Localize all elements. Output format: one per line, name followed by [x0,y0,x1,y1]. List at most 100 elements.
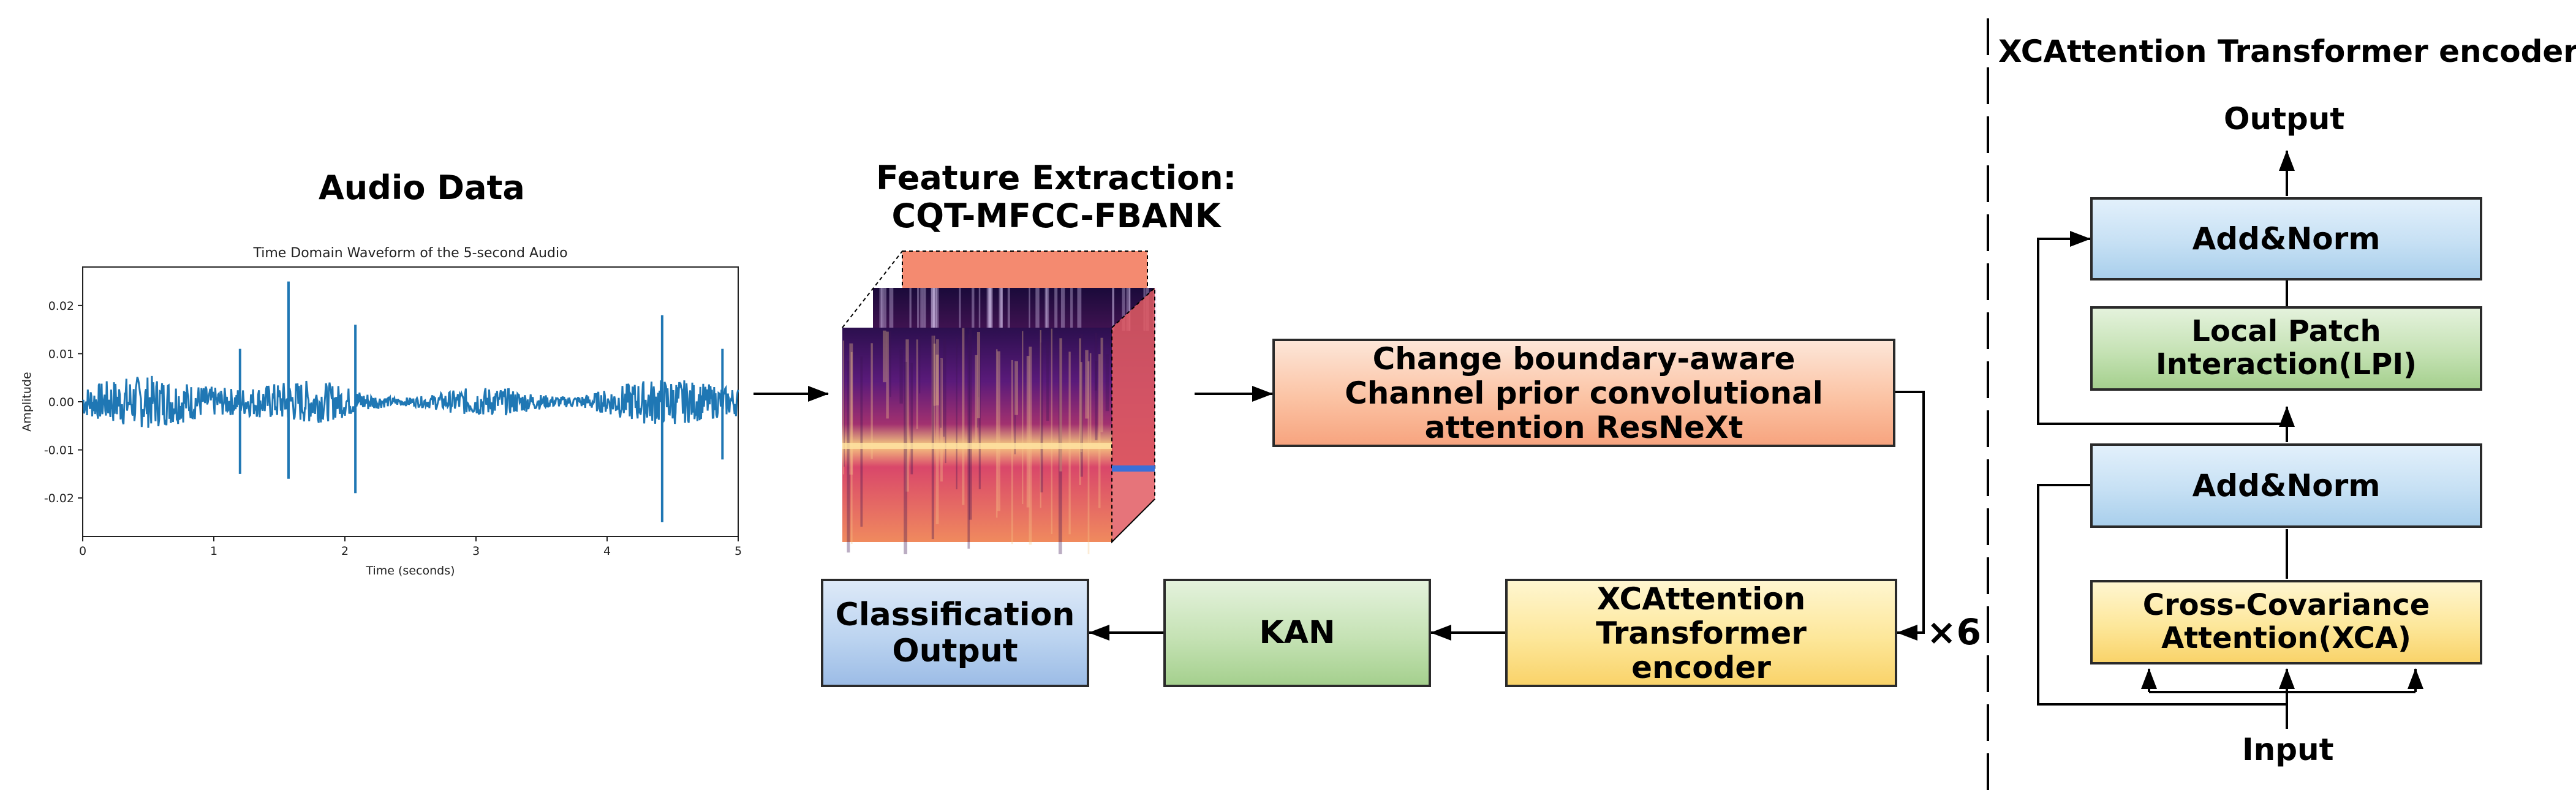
mfcc-texture [999,288,1003,331]
xca-box: Cross-Covariance Attention(XCA) [2090,580,2482,664]
repeat-count-label: ×6 [1927,611,1981,653]
cqt-texture [1040,342,1043,492]
mfcc-texture [1029,288,1030,331]
cqt-texture [890,331,891,397]
cqt-texture [935,339,939,405]
mfcc-texture [1060,288,1065,331]
cqt-texture [969,328,972,520]
cqt-texture [1105,354,1109,412]
mfcc-texture [881,288,883,331]
cqt-texture [931,336,935,448]
lpi-box: Local Patch Interaction(LPI) [2090,306,2482,391]
feature-extraction-title-line1: Feature Extraction: [876,159,1237,197]
cqt-texture [1022,331,1024,505]
xca-encoder-box: XCAttention Transformer encoder [1505,579,1897,687]
cqt-texture [1014,362,1016,454]
spectrogram-stack [842,250,1157,554]
x-tick-label: 0 [79,544,86,558]
cqt-texture [1059,338,1062,472]
add-norm-bottom-box: Add&Norm [2090,443,2482,528]
cqt-texture [945,339,946,464]
mfcc-texture [988,288,992,331]
x-tick-label: 2 [341,544,349,558]
cqt-texture [1014,361,1018,415]
cqt-texture [976,347,978,428]
cqt-texture [910,363,913,475]
waveform-x-label: Time (seconds) [365,564,455,578]
cqt-texture [935,355,939,525]
cqt-texture [905,339,909,492]
cqt-texture [1089,353,1092,448]
encoder-output-label: Output [2224,101,2345,137]
y-tick-label: 0.00 [48,396,74,409]
mfcc-texture [931,288,935,331]
mfcc-texture [1044,288,1048,331]
cqt-texture [849,343,853,475]
mfcc-texture [1007,288,1010,331]
cqt-texture [1046,341,1049,421]
mfcc-texture [924,288,926,331]
waveform-line [81,281,739,522]
mfcc-texture [1035,288,1040,331]
kan-box: KAN [1163,579,1431,687]
cqt-texture [843,331,845,467]
waveform-y-axis: 0.020.010.00-0.01-0.02 [44,299,83,505]
cqt-texture [931,335,934,540]
y-tick-label: -0.01 [44,444,74,457]
cqt-texture [860,356,863,527]
y-tick-label: 0.02 [48,299,74,313]
cqt-texture [940,359,942,428]
add-norm-top-box: Add&Norm [2090,197,2482,280]
cqt-texture [919,336,921,394]
cqt-texture [871,343,873,459]
mfcc-texture [920,288,923,331]
cqt-texture [940,358,943,482]
mfcc-texture [1128,288,1131,331]
cqt-texture [1087,361,1090,554]
x-tick-label: 3 [472,544,480,558]
stack-side-face [1112,288,1155,542]
cqt-texture [904,361,908,554]
cqt-texture [899,349,903,404]
cqt-texture [1080,334,1083,477]
mfcc-texture [882,288,886,331]
audio-data-title: Audio Data [319,168,525,207]
mfcc-texture [932,288,937,331]
mfcc-texture [1112,288,1114,331]
classification-output-box: Classification Output [821,579,1089,687]
cqt-texture [956,337,958,489]
mfcc-texture [988,288,992,331]
waveform-noise [81,375,739,428]
cqt-layer [842,328,1112,542]
residual-top [2037,231,2287,425]
resnext-box: Change boundary-aware Channel prior conv… [1272,339,1895,447]
cqt-texture [962,328,965,505]
cqt-texture [842,341,845,475]
cqt-texture [886,331,889,419]
cqt-texture [1098,354,1101,508]
cqt-texture [847,360,850,553]
cqt-texture [1040,330,1041,508]
cqt-texture [997,351,1000,511]
cqt-texture [976,331,981,418]
cqt-texture [1058,349,1062,554]
cqt-texture [883,330,886,383]
cqt-texture [1095,361,1098,440]
cqt-texture [967,334,970,549]
cqt-texture [1100,337,1103,432]
cqt-texture [978,336,980,397]
cqt-texture [1085,350,1089,419]
cqt-texture [978,347,981,489]
y-tick-label: 0.01 [48,347,74,361]
mfcc-texture [879,288,883,331]
mfcc-texture [1054,288,1058,331]
mfcc-texture [978,288,981,331]
encoder-detail-title: XCAttention Transformer encoder [1998,34,2576,69]
mfcc-texture [909,288,912,331]
cqt-texture [1051,328,1052,535]
mfcc-texture [917,288,920,331]
cqt-texture [1026,356,1030,508]
cqt-texture [1079,338,1081,485]
